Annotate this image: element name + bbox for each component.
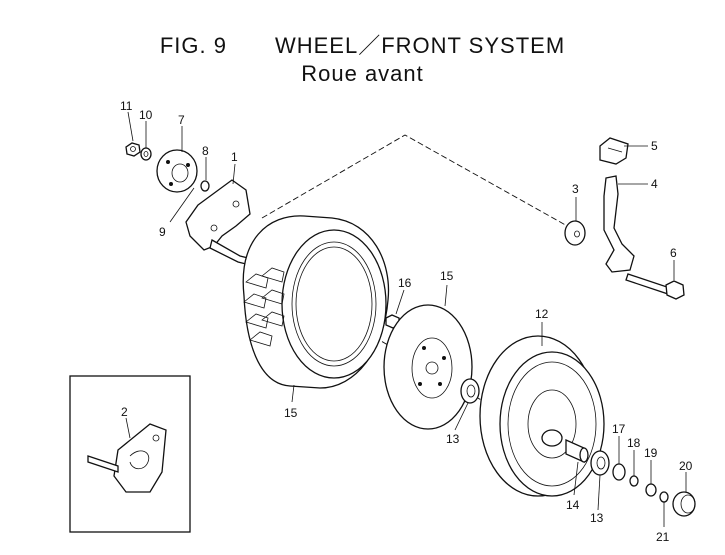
nut-part — [125, 142, 141, 157]
callout-13: 13 — [446, 432, 460, 446]
washer-part — [629, 475, 639, 487]
callout-7: 7 — [178, 113, 185, 127]
wheel-disc-part — [383, 304, 473, 430]
washer-part — [645, 483, 657, 497]
leader-1 — [232, 163, 236, 185]
callout-16: 15 — [440, 269, 454, 283]
hub-cap-part — [672, 491, 696, 517]
callout-4: 4 — [651, 177, 658, 191]
assembly-line-axle — [261, 134, 579, 233]
wheel-rim-part — [479, 335, 605, 497]
washer-part — [140, 147, 152, 161]
lever-knob-part — [599, 137, 629, 165]
callout-22: 21 — [656, 530, 670, 544]
callout-2: 2 — [121, 405, 128, 419]
callout-1: 1 — [231, 150, 238, 164]
callout-6: 6 — [670, 246, 677, 260]
leader-16 — [444, 284, 448, 307]
leader-17 — [395, 289, 405, 315]
callout-15: 15 — [284, 406, 298, 420]
tire-tread — [243, 267, 285, 347]
washer-part — [612, 463, 626, 481]
height-lever-part — [603, 175, 635, 273]
axle-bracket-part — [185, 179, 251, 265]
callout-12: 12 — [535, 307, 549, 321]
callout-14: 14 — [566, 498, 580, 512]
callout-9: 9 — [159, 225, 166, 239]
callout-11: 11 — [120, 99, 133, 113]
washer-part — [659, 491, 669, 503]
callout-19: 18 — [627, 436, 641, 450]
callout-21: 20 — [679, 459, 693, 473]
bearing-part — [460, 378, 480, 404]
hub-plate-part — [156, 149, 198, 193]
callout-3: 3 — [572, 182, 579, 196]
leader-2 — [125, 417, 131, 439]
system-name: WHEEL／FRONT SYSTEM — [274, 33, 566, 58]
callout-5: 5 — [651, 139, 658, 153]
callout-10: 10 — [139, 108, 153, 122]
large-washer-part — [564, 220, 586, 246]
spacer-part — [565, 438, 589, 464]
bearing-part — [590, 450, 610, 476]
leader-14 — [573, 461, 579, 496]
figure-subtitle: Roue avant — [301, 61, 424, 86]
callout-8: 8 — [202, 144, 209, 158]
figure-number: FIG. 9 — [159, 33, 227, 58]
callout-13: 13 — [590, 511, 604, 525]
callout-17: 16 — [398, 276, 412, 290]
alternate-bracket-part — [87, 423, 167, 493]
inset-box — [69, 375, 191, 533]
small-washer-part — [200, 180, 210, 192]
leader-13 — [454, 402, 469, 431]
leader-13 — [597, 474, 601, 511]
callout-20: 19 — [644, 446, 658, 460]
leader-9 — [169, 187, 195, 223]
leader-11 — [127, 111, 134, 142]
leader-15 — [291, 384, 295, 403]
callout-18: 17 — [612, 422, 626, 436]
tire-part — [242, 215, 390, 389]
figure-title: FIG. 9 WHEEL／FRONT SYSTEM — [0, 28, 725, 60]
bolt-part — [625, 273, 685, 300]
